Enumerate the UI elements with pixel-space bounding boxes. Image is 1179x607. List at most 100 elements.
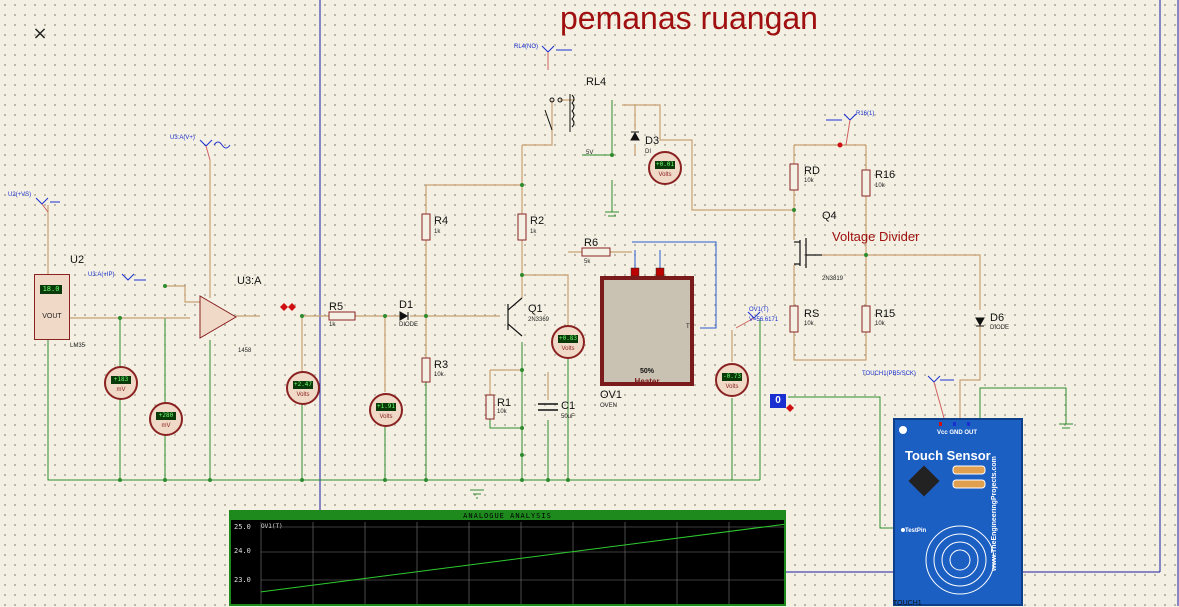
r5-label: R5 [329,301,344,313]
touch-sensor-testpin: TestPin [905,528,927,534]
r16-label: R16 [875,169,896,181]
relay-symbol [544,94,575,132]
rs-value: 10k [804,321,814,327]
q1-model: 2N3369 [528,317,550,323]
probe-u3-ip: U3:A(+IP) [88,272,115,278]
voltmeter-2[interactable]: +280 mV [149,402,183,436]
graph-ytick-1: 25.0 [234,523,251,531]
rs-label: RS [804,308,820,320]
r1-value: 10k [497,409,507,415]
r2-value: 1k [530,229,537,235]
lm35-sensor[interactable]: 18.0 VOUT [34,274,70,340]
touch-sensor-pins: Vcc GND OUT [937,430,978,436]
r3-value: 10k [434,372,444,378]
probe-ov1: OV1(T) [749,307,769,313]
oven-t-pin: T [686,324,690,330]
u2-model: LM35 [70,343,86,349]
probe-flags [35,45,954,383]
logic-probe[interactable]: 0 [770,394,786,408]
voltmeter-4[interactable]: +1.91 Volts [369,393,403,427]
rd-label: RD [804,165,820,177]
graph-grid [260,522,784,604]
ground-rail-wires [47,100,1067,529]
voltmeter-7-value: -0.73 [722,373,742,381]
voltmeter-6[interactable]: +0.01 Volts [648,151,682,185]
voltmeter-5[interactable]: +0.83 Volts [551,325,585,359]
r4-value: 1k [434,229,441,235]
r3-label: R3 [434,359,449,371]
r5-value: 1k [329,322,336,328]
voltmeter-6-value: +0.01 [655,161,675,169]
c1-label: C1 [561,400,576,412]
q4-label: Q4 [822,210,837,222]
voltmeter-5-unit: Volts [561,346,575,352]
touch-sensor-module[interactable]: Vcc GND OUT Touch Sensor TestPin www.The… [893,418,1023,606]
rl4-voltage: 5V [586,150,594,156]
graph-ytick-3: 23.0 [234,576,251,584]
analogue-analysis-graph[interactable]: ANALOGUE ANALYSIS 25.0 24.0 23.0 OV1(T) [229,510,786,606]
sensor-vout-label: VOUT [42,313,62,320]
heater-terminals [630,267,665,277]
d3-model: DI [645,149,651,155]
r1-label: R1 [497,397,512,409]
u2-label: U2 [70,254,85,266]
voltmeter-1[interactable]: +183 mV [104,366,138,400]
probe-u3-v: U3:A(V+) [170,135,195,141]
probe-r16: R16(1) [856,111,875,117]
graph-trace-ov1 [260,523,784,593]
touch-sensor-graphics [899,422,995,595]
probe-wires [41,52,945,419]
d3-label: D3 [645,135,660,147]
c1-value: 50uF [561,414,575,420]
heater-label: Heater [634,377,660,386]
voltmeter-4-value: +1.91 [376,403,396,411]
ov1-model: OVEN [600,403,618,409]
close-icon[interactable]: × [32,23,48,44]
voltmeter-3-unit: Volts [296,392,310,398]
probe-touch: TOUCH1(PB5/SCK) [862,371,916,377]
r15-value: 10k [875,321,885,327]
diode-symbols [399,131,985,327]
probe-red-markers [280,142,843,412]
graph-header: ANALOGUE ANALYSIS [231,512,784,520]
d6-label: D6 [990,312,1005,324]
r2-label: R2 [530,215,545,227]
voltmeter-5-value: +0.83 [558,335,578,343]
d1-model: DIODE [399,322,419,328]
capacitor-symbol [538,403,558,411]
u3-label: U3:A [237,275,262,287]
voltmeter-3[interactable]: +2.47 Volts [286,371,320,405]
r6-label: R6 [584,237,599,249]
voltmeter-7-unit: Volts [725,384,739,390]
graph-ytick-2: 24.0 [234,547,251,555]
oven-heater[interactable]: 50% Heater [600,276,694,386]
op-amp-symbol [199,295,237,339]
signal-wires-blue [632,241,717,329]
voltmeter-7[interactable]: -0.73 Volts [715,363,749,397]
touch-sensor-title: Touch Sensor [905,448,991,463]
r16-value: 10k [875,183,885,189]
voltmeter-6-unit: Volts [658,172,672,178]
touch-sensor-ref: TOUCH1 [893,600,922,607]
r15-label: R15 [875,308,896,320]
sensor-display: 18.0 [40,285,62,294]
voltage-divider-label: Voltage Divider [832,229,920,244]
voltmeter-1-value: +183 [111,376,131,384]
u3-model: 1458 [238,348,252,354]
ground-symbols [470,211,1073,499]
junction-dots [118,153,868,482]
resistor-symbols [328,163,871,420]
graph-plot [260,522,784,604]
d1-label: D1 [399,299,414,311]
ov1-label: OV1 [600,389,623,401]
voltmeter-2-value: +280 [156,412,176,420]
probe-ov1-value: V=56.6171 [749,317,779,323]
voltmeter-1-unit: mV [116,387,126,393]
probe-rl4: RL4(NO) [514,44,539,50]
probe-u2-vs: U2(+VS) [8,192,32,198]
rl4-label: RL4 [586,76,607,88]
graph-series-name: OV1(T) [261,523,283,530]
r4-label: R4 [434,215,449,227]
transistor-symbols [507,238,822,337]
